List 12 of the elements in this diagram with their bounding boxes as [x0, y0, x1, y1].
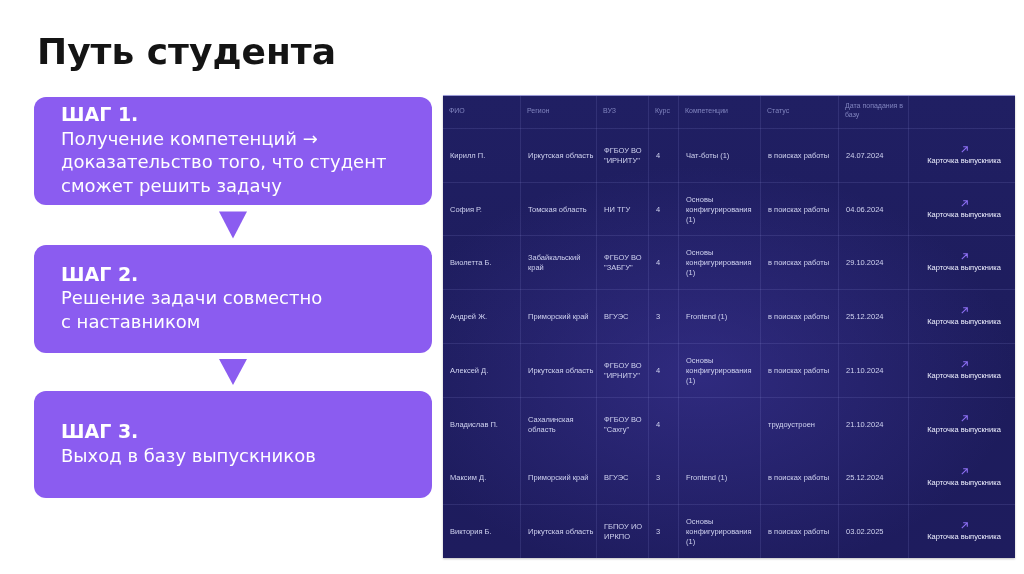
step-heading: ШАГ 3. [61, 420, 140, 444]
step-box [34, 97, 432, 205]
page-title: Путь студента [37, 31, 336, 73]
step-description: Выход в базу выпускников [61, 443, 317, 467]
step-box [34, 245, 432, 353]
arrow [219, 211, 247, 239]
step-heading: ШАГ 1. [61, 103, 140, 127]
step-description: Решение задачи совместно с наставником [61, 286, 324, 334]
arrow [219, 359, 247, 385]
step-box [34, 391, 432, 498]
step-description: Получение компетенций → доказательство того, что студент сможет решить задачу [61, 126, 388, 197]
step-heading: ШАГ 2. [61, 262, 140, 287]
